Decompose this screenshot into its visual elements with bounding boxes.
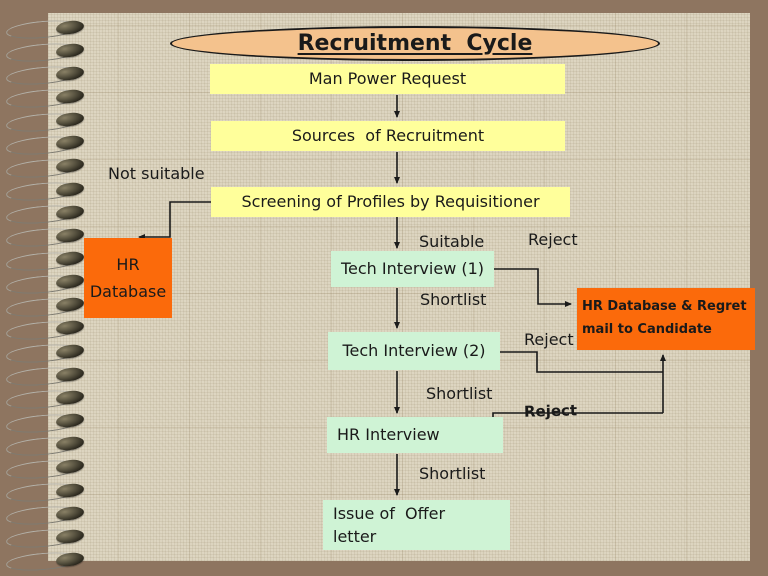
label-shortlist-3: Shortlist [419, 464, 486, 483]
label-reject-bottom: Reject [523, 401, 578, 421]
box-sources-of-recruitment: Sources of Recruitment [211, 121, 565, 151]
label-shortlist-1: Shortlist [420, 290, 487, 309]
title-ellipse: Recruitment Cycle [170, 26, 660, 61]
label-shortlist-2: Shortlist [426, 384, 493, 403]
box-man-power-request: Man Power Request [210, 64, 565, 94]
box-tech-interview-1: Tech Interview (1) [331, 251, 494, 287]
slide-title: Recruitment Cycle [297, 31, 533, 56]
box-screening-of-profiles: Screening of Profiles by Requisitioner [211, 187, 570, 217]
notebook-page [48, 13, 750, 561]
box-hr-database-regret-mail: HR Database & Regret mail to Candidate [577, 288, 755, 350]
label-reject-top: Reject [528, 230, 578, 249]
label-suitable: Suitable [419, 232, 485, 251]
arrow-tech1-regret [494, 268, 572, 307]
box-issue-of-offer-letter: Issue of Offer letter [323, 500, 510, 550]
box-hr-database: HR Database [84, 238, 172, 318]
arrow-screening-hrdb [138, 201, 211, 240]
line-hr-reject [492, 412, 663, 453]
box-hr-interview: HR Interview [327, 417, 503, 453]
label-not-suitable: Not suitable [108, 164, 205, 183]
box-tech-interview-2: Tech Interview (2) [328, 332, 500, 370]
label-reject-mid: Reject [524, 330, 574, 349]
line-tech2-reject [500, 351, 663, 373]
